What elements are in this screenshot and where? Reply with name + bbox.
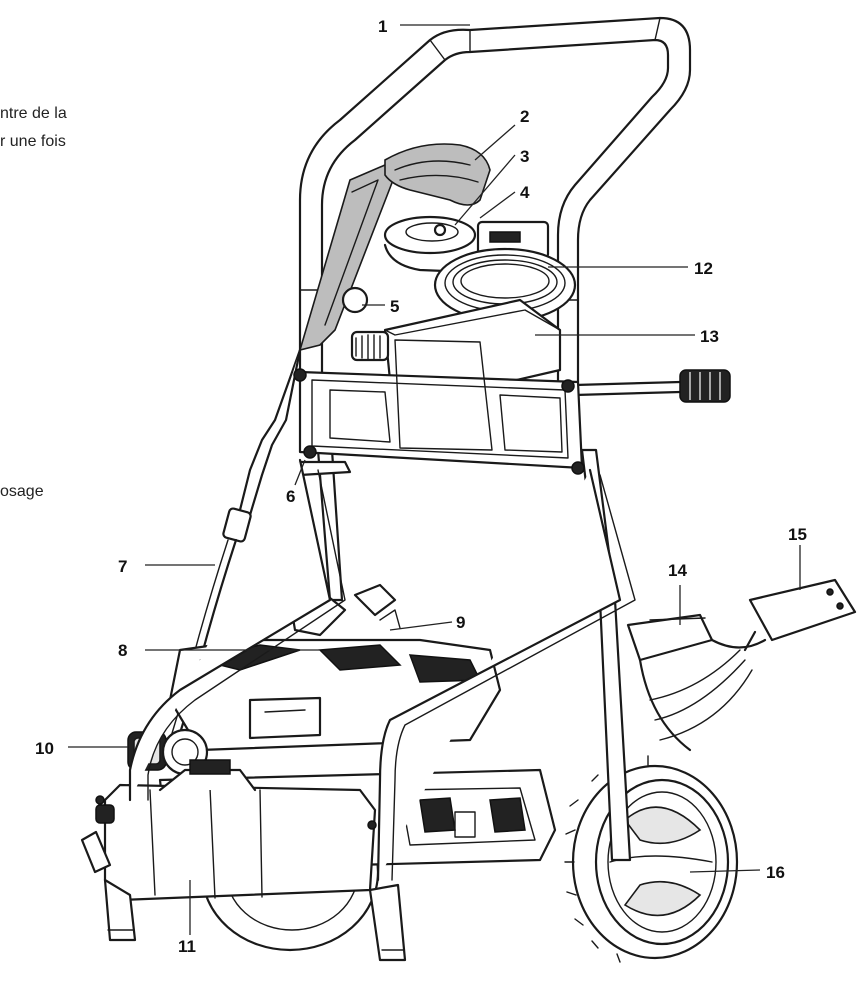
extension-wand bbox=[573, 369, 731, 403]
spray-gun bbox=[222, 164, 396, 543]
cut-text-line-2: r une fois bbox=[0, 133, 66, 150]
callout-4: 4 bbox=[520, 183, 530, 202]
control-panel bbox=[293, 339, 585, 475]
callout-1: 1 bbox=[378, 17, 387, 36]
callout-10: 10 bbox=[35, 739, 54, 758]
front-feet bbox=[103, 878, 407, 962]
callout-6: 6 bbox=[286, 487, 295, 506]
callout-16: 16 bbox=[766, 863, 785, 882]
callout-11: 11 bbox=[178, 937, 196, 956]
callout-12: 12 bbox=[694, 259, 713, 278]
cut-text-line-1: ntre de la bbox=[0, 105, 67, 122]
hose-coil bbox=[433, 220, 577, 323]
quick-connect bbox=[341, 286, 369, 314]
leader-lines bbox=[68, 24, 801, 935]
callout-numbers: 1 2 3 4 5 6 7 8 9 10 11 12 13 14 15 16 bbox=[35, 17, 807, 956]
callout-7: 7 bbox=[118, 557, 127, 576]
rear-wheel bbox=[564, 755, 739, 963]
callout-13: 13 bbox=[700, 327, 719, 346]
callout-3: 3 bbox=[520, 147, 529, 166]
power-cord bbox=[626, 578, 857, 752]
callout-8: 8 bbox=[118, 641, 127, 660]
cut-text-line-3: osage bbox=[0, 483, 44, 500]
callout-14: 14 bbox=[668, 561, 687, 580]
detergent-tank bbox=[80, 759, 377, 902]
handle-frame bbox=[298, 16, 692, 384]
callout-5: 5 bbox=[390, 297, 399, 316]
callout-15: 15 bbox=[788, 525, 807, 544]
callout-2: 2 bbox=[520, 107, 529, 126]
callout-9: 9 bbox=[456, 613, 465, 632]
wand-clip bbox=[298, 460, 352, 477]
